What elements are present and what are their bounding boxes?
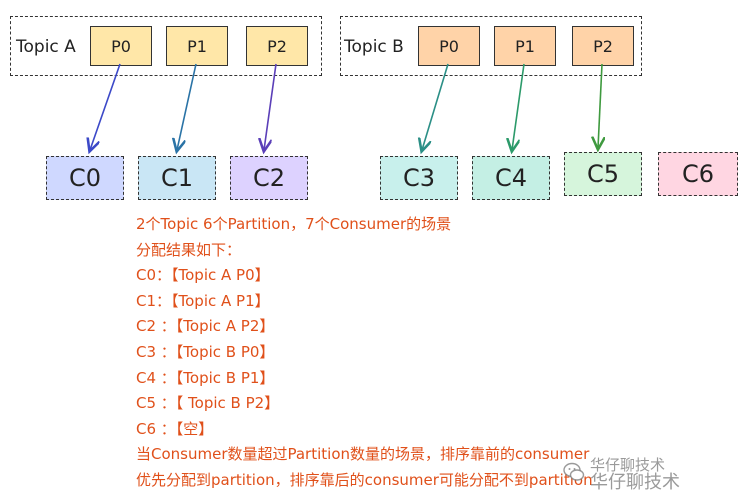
consumer-c5: C5: [564, 152, 642, 196]
wechat-icon: [563, 462, 585, 481]
note-line: C6 ：【空】: [136, 419, 214, 438]
topic-a-group: [10, 16, 322, 76]
topic-b-partition-p0: P0: [418, 26, 480, 66]
topic-a-partition-p1: P1: [166, 26, 228, 66]
arrow-a-p2-to-c2: [264, 63, 277, 150]
topic-b-group: [340, 16, 642, 76]
consumer-c1: C1: [138, 156, 216, 200]
note-line: 分配结果如下：: [136, 240, 242, 259]
assignment-notes: 2个Topic 6个Partition，7个Consumer的场景 分配结果如下…: [136, 212, 593, 494]
topic-a-partition-p0: P0: [90, 26, 152, 66]
topic-b-label: Topic B: [344, 37, 404, 57]
note-line: 当Consumer数量超过Partition数量的场景，排序靠前的consume…: [136, 445, 590, 464]
watermark-line: 华仔聊技术: [590, 456, 666, 474]
note-line: C5 ：【 Topic B P2】: [136, 394, 280, 413]
consumer-c0: C0: [46, 156, 124, 200]
topic-b-partition-p2: P2: [572, 26, 634, 66]
consumer-c4: C4: [472, 156, 550, 200]
note-line: C1：【Topic A P1】: [136, 291, 270, 310]
note-line: C2 ：【Topic A P2】: [136, 317, 275, 336]
arrow-b-p0-to-c3: [422, 63, 449, 150]
topic-b-partition-p1: P1: [494, 26, 556, 66]
consumer-c2: C2: [230, 156, 308, 200]
watermark-line: 华仔聊技术: [590, 472, 680, 493]
topic-a-label: Topic A: [16, 37, 76, 57]
note-line: C0：【Topic A P0】: [136, 266, 270, 285]
arrow-a-p1-to-c1: [177, 63, 197, 150]
arrow-b-p1-to-c4: [512, 63, 525, 150]
consumer-c6: C6: [658, 152, 738, 196]
note-line: 2个Topic 6个Partition，7个Consumer的场景: [136, 215, 452, 233]
topic-a-partition-p2: P2: [246, 26, 308, 66]
watermark: 华仔聊技术 华仔聊技术: [590, 456, 680, 492]
note-line: C3 ：【Topic B P0】: [136, 342, 275, 361]
arrow-b-p2-to-c5: [598, 63, 602, 148]
note-line: C4 ：【Topic B P1】: [136, 368, 275, 387]
note-line: 优先分配到partition，排序靠后的consumer可能分配不到partit…: [136, 470, 593, 489]
consumer-c3: C3: [380, 156, 458, 200]
arrow-a-p0-to-c0: [90, 63, 121, 150]
